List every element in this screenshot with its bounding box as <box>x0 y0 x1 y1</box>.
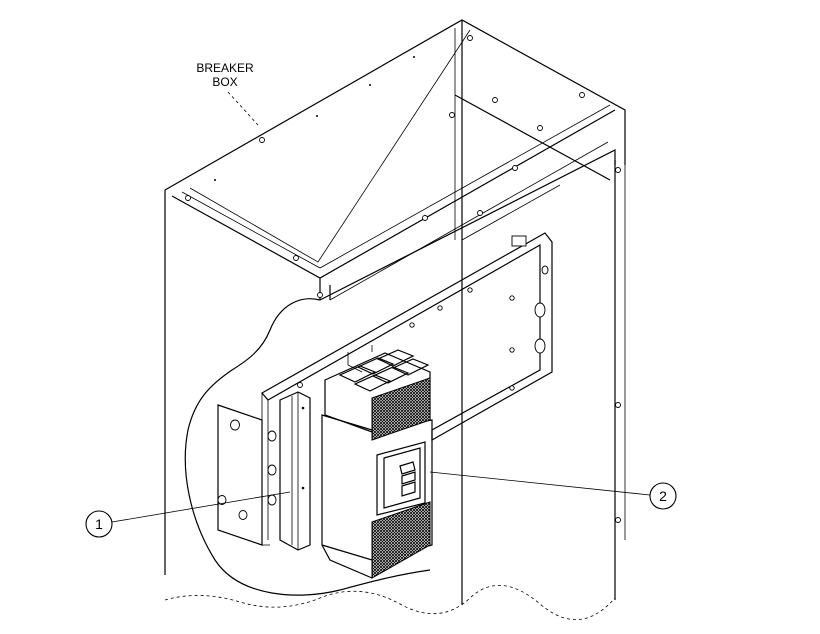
label-breaker: BREAKER <box>196 61 254 75</box>
cutaway-outline <box>184 298 431 596</box>
left-bracket <box>217 404 277 546</box>
callout-1: 1 <box>85 491 291 538</box>
label-box: BOX <box>212 75 237 89</box>
top-terminal-hatch <box>371 377 431 441</box>
callout-circle <box>649 482 677 510</box>
bottom-terminal-hatch <box>371 501 431 579</box>
callout-number: 2 <box>659 488 667 504</box>
callout-circle <box>85 510 113 538</box>
circuit-breaker <box>321 345 433 579</box>
cabinet-enclosure <box>164 19 626 620</box>
annotation-breaker-box: BREAKER BOX <box>196 61 259 126</box>
callout-number: 1 <box>95 516 103 532</box>
callout-2: 2 <box>429 471 677 510</box>
mounting-rail <box>279 391 311 551</box>
